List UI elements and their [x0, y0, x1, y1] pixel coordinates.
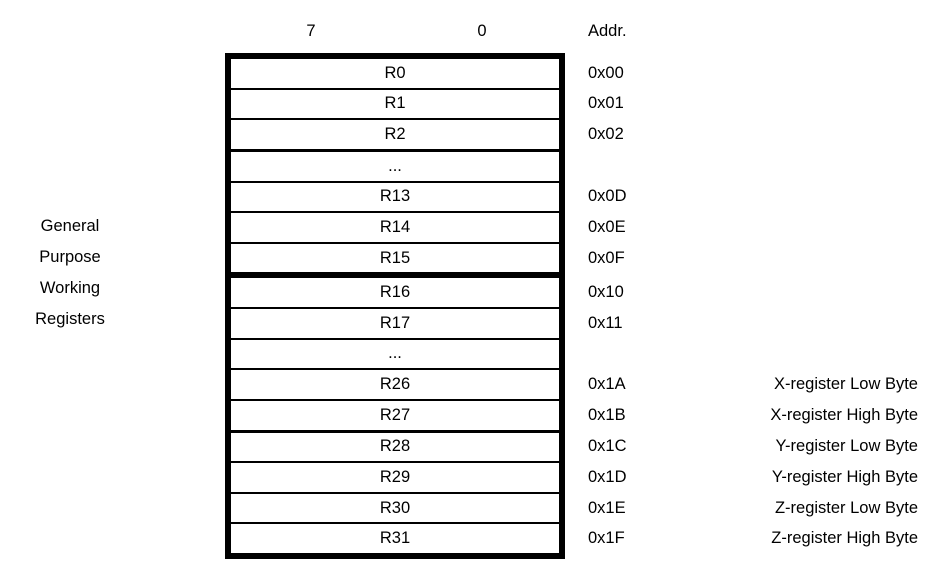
note-cell	[650, 88, 918, 119]
bit0-header: 0	[477, 22, 487, 40]
side-caption-line: Purpose	[39, 248, 101, 266]
note-cell: X-register Low Byte	[774, 375, 918, 394]
note-cell	[650, 242, 918, 273]
register-cell: R26	[231, 368, 559, 399]
register-cell: R29	[231, 461, 559, 492]
register-cell: R14	[231, 211, 559, 242]
addr-cell: 0x0D	[588, 187, 627, 206]
addr-cell: 0x1D	[588, 467, 627, 486]
note-cell: Y-register High Byte	[771, 467, 918, 486]
register-cell: ...	[231, 148, 559, 181]
register-cell: R28	[231, 429, 559, 462]
note-cell: Z-register High Byte	[771, 529, 918, 548]
side-caption-line: General	[40, 217, 100, 235]
note-cell: Y-register Low Byte	[775, 437, 918, 456]
note-cell	[650, 59, 918, 88]
addr-cell: 0x1B	[588, 405, 626, 424]
addr-cell: 0x00	[588, 63, 624, 82]
addr-cell: 0x1E	[588, 498, 626, 517]
addr-cell: 0x10	[588, 283, 624, 302]
note-cell	[650, 338, 918, 369]
note-cell	[650, 149, 918, 181]
addr-column-header: Addr.	[588, 22, 627, 40]
side-caption-line: Working	[39, 279, 101, 297]
addr-cell: 0x0F	[588, 248, 625, 267]
register-cell: R15	[231, 241, 559, 273]
register-cell: R27	[231, 398, 559, 430]
register-cell: R1	[231, 87, 559, 119]
addr-cell: 0x1A	[588, 375, 626, 394]
note-cell: X-register High Byte	[770, 405, 918, 424]
addr-cell: 0x0E	[588, 217, 626, 236]
register-cell: R17	[231, 307, 559, 338]
side-caption: General Purpose Working Registers	[0, 211, 140, 335]
addr-cell: 0x01	[588, 94, 624, 113]
register-cell: R31	[231, 522, 559, 553]
addr-cell: 0x02	[588, 125, 624, 144]
register-cell: R30	[231, 491, 559, 523]
addr-cell: 0x1C	[588, 437, 627, 456]
note-cell	[650, 272, 918, 307]
bit7-header: 7	[306, 22, 316, 40]
note-cell	[650, 307, 918, 338]
note-cell: Z-register Low Byte	[774, 498, 918, 517]
register-cell: R0	[384, 63, 406, 82]
note-cell	[650, 118, 918, 149]
note-cell	[650, 181, 918, 212]
addr-cell: 0x1F	[588, 529, 625, 548]
side-caption-line: Registers	[35, 310, 105, 328]
register-cell: R13	[231, 180, 559, 212]
register-cell: R2	[231, 118, 559, 149]
note-cell	[650, 211, 918, 242]
addr-cell: 0x11	[588, 313, 623, 332]
register-cell: R16	[231, 272, 559, 307]
address-column: 0x00 0x01 0x02 0x0D 0x0E 0x0F 0x10 0x11 0x1A 0x1B…	[588, 59, 668, 553]
register-cell: ...	[231, 337, 559, 369]
